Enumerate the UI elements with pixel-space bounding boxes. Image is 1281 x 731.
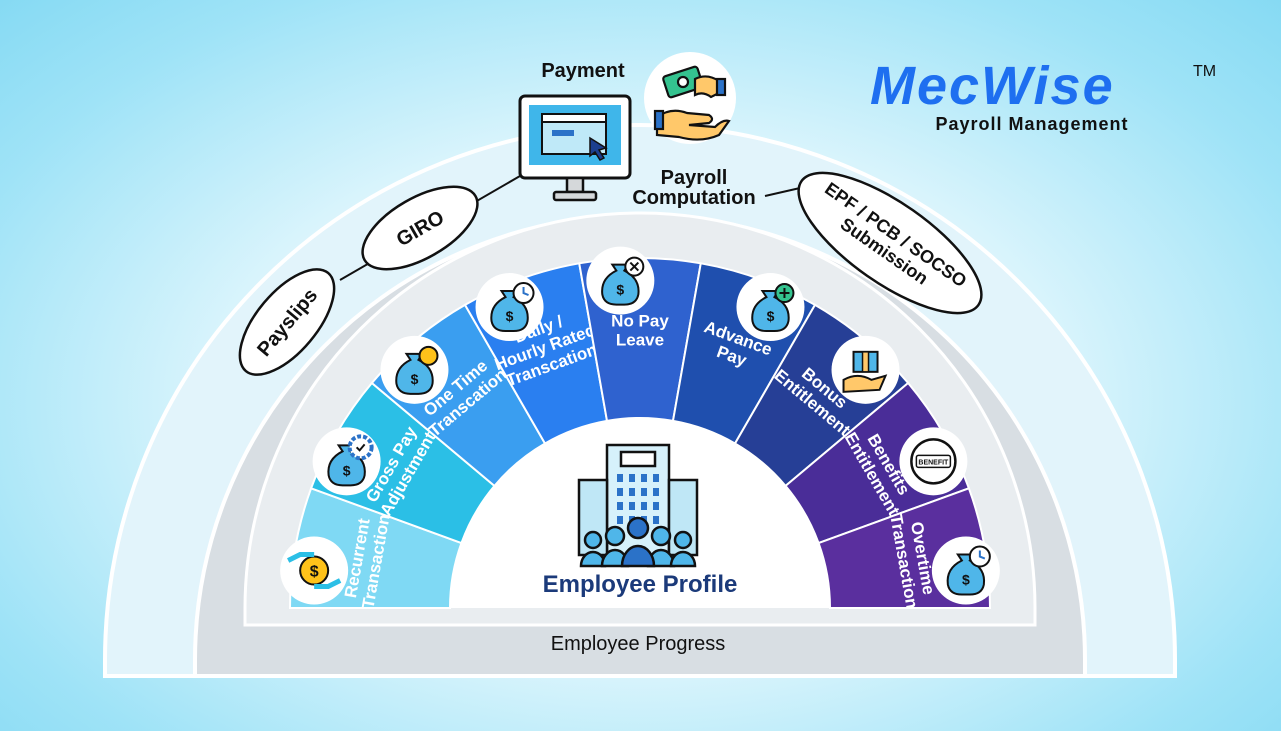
payment-hand-icon bbox=[644, 52, 736, 144]
svg-text:$: $ bbox=[343, 462, 351, 478]
brand-trademark: TM bbox=[1193, 63, 1216, 80]
payroll-computation-line2: Computation bbox=[632, 187, 755, 209]
bottom-label: Employee Progress bbox=[551, 633, 726, 655]
svg-text:$: $ bbox=[616, 282, 624, 298]
brand-logo: MecWise TM Payroll Management bbox=[870, 56, 1216, 134]
moneybag-coin-icon: $ bbox=[380, 335, 449, 404]
moneybag-plus-icon: $ bbox=[736, 273, 805, 342]
office-people-icon bbox=[577, 443, 699, 568]
brand-subtitle: Payroll Management bbox=[935, 114, 1128, 134]
benefit-badge-icon: BENEFIT bbox=[899, 427, 968, 496]
center-label: Employee Profile bbox=[543, 571, 738, 598]
svg-text:$: $ bbox=[310, 564, 319, 581]
giro-oval: GIRO bbox=[361, 185, 479, 271]
payment-label: Payment bbox=[541, 60, 625, 82]
epf-connector bbox=[764, 187, 801, 197]
svg-text:$: $ bbox=[962, 572, 970, 588]
svg-text:$: $ bbox=[767, 308, 775, 324]
svg-text:$: $ bbox=[506, 308, 514, 324]
monitor-icon bbox=[518, 94, 632, 202]
svg-text:$: $ bbox=[411, 371, 419, 387]
moneybag-cross-icon: $ bbox=[586, 246, 655, 315]
segment-label-4-line1: No Pay bbox=[611, 312, 669, 331]
payroll-computation-line1: Payroll bbox=[661, 167, 728, 189]
gift-hand-icon bbox=[831, 335, 900, 404]
moneybag-timer-icon: $ bbox=[475, 273, 544, 342]
benefit-badge-text: BENEFIT bbox=[918, 459, 949, 466]
hand-coin-icon: $ bbox=[280, 536, 349, 605]
segment-label-4-line2: Leave bbox=[616, 331, 664, 350]
moneybag-gear-icon: $ bbox=[312, 427, 381, 496]
moneybag-clock-icon: $ bbox=[931, 536, 1000, 605]
brand-name: MecWise bbox=[870, 56, 1115, 116]
